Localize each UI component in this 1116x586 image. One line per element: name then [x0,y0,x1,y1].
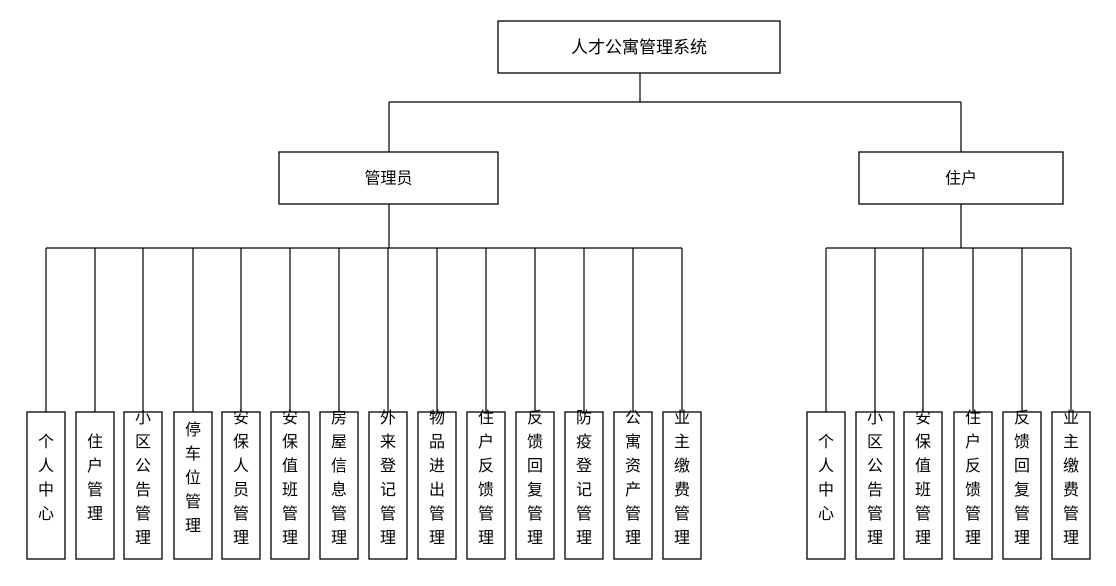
role-node-label: 管理员 [364,169,412,188]
module-node-label: 公寓资产管理 [625,408,641,547]
module-node-label: 业主缴费管理 [674,408,690,547]
module-node-box [319,411,359,560]
module-node-box [806,411,846,560]
root-node-label: 人才公寓管理系统 [571,38,707,58]
role-node-box [278,151,499,205]
module-node-box [173,411,213,560]
module-node-label: 住户反馈管理 [965,408,981,547]
module-node-label: 个人中心 [38,432,54,523]
module-node-label: 安保值班管理 [915,408,931,547]
module-node-box [903,411,943,560]
module-node-box [953,411,993,560]
module-node-box [221,411,261,560]
module-node-label: 小区公告管理 [867,408,883,547]
module-node-label: 小区公告管理 [135,408,151,547]
module-node-label: 房屋信息管理 [331,408,347,547]
module-node-label: 物品进出管理 [429,408,445,547]
module-node-label: 个人中心 [818,432,834,523]
module-node-box [1051,411,1091,560]
module-node-label: 外来登记管理 [380,408,396,547]
module-node-label: 停车位管理 [185,420,201,535]
module-node-box [123,411,163,560]
module-node-box [515,411,555,560]
module-node-box [466,411,506,560]
module-node-label: 反馈回复管理 [527,408,543,547]
module-node-label: 反馈回复管理 [1014,408,1030,547]
module-node-label: 安保值班管理 [282,408,298,547]
module-node-box [417,411,457,560]
module-node-label: 业主缴费管理 [1063,408,1079,547]
module-node-box [613,411,653,560]
module-node-box [75,411,115,560]
module-node-box [368,411,408,560]
module-node-box [564,411,604,560]
module-node-label: 住户管理 [87,432,103,523]
root-node-box [497,20,781,74]
module-node-box [855,411,895,560]
module-node-box [662,411,702,560]
module-node-label: 安保人员管理 [233,408,249,547]
role-node-label: 住户 [945,169,977,188]
module-node-label: 防疫登记管理 [576,408,592,547]
module-node-box [26,411,66,560]
module-node-box [270,411,310,560]
module-node-label: 住户反馈管理 [478,408,494,547]
module-node-box [1002,411,1042,560]
